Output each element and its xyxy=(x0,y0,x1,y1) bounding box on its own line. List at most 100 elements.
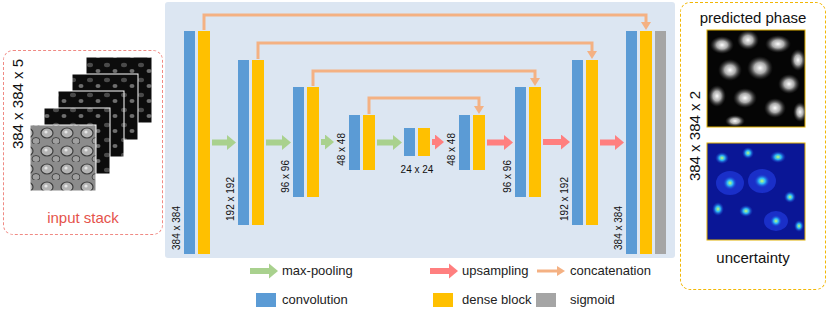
phase-image-ground xyxy=(707,30,805,127)
stage-block: 48 x 48 xyxy=(349,115,375,170)
image-title: uncertainty xyxy=(716,249,789,266)
concatenation-arrow xyxy=(369,98,479,114)
convolution-bar xyxy=(626,31,637,254)
legend-text: convolution xyxy=(282,293,348,308)
dense-block-bar xyxy=(252,60,264,225)
input-stack-box: 384 x 384 x 5input stack xyxy=(3,50,163,235)
legend-arrow-head xyxy=(449,264,458,279)
size-label: 96 x 96 xyxy=(280,160,291,193)
size-label: 192 x 192 xyxy=(225,177,236,221)
convolution-bar xyxy=(349,115,360,170)
uncertainty-patch xyxy=(716,171,744,195)
legend-arrow xyxy=(250,263,278,279)
uncertainty-spot xyxy=(715,152,729,164)
input-brightfield-image xyxy=(30,125,96,191)
max-pooling-arrow xyxy=(321,139,325,145)
size-label-holder: 96 x 96 xyxy=(502,160,513,197)
size-label: 48 x 48 xyxy=(336,133,347,166)
legend-swatch xyxy=(256,293,276,307)
size-label-holder: 24 x 24 xyxy=(401,159,434,177)
legend-swatch xyxy=(536,293,556,307)
size-label-holder: 384 x 384 xyxy=(613,206,624,254)
size-label: 48 x 48 xyxy=(446,133,457,166)
legend-item: max-pooling xyxy=(250,261,353,281)
size-label: 384 x 384 x 5 xyxy=(10,59,27,149)
uncertainty-image xyxy=(707,143,805,240)
legend-text: upsampling xyxy=(462,264,529,279)
sigmoid-bar xyxy=(655,31,666,254)
cell-blob xyxy=(778,74,800,94)
upsampling-arrow xyxy=(487,140,504,146)
image-title-holder: uncertainty xyxy=(716,249,789,267)
convolution-bar xyxy=(293,87,304,197)
dense-block-bar xyxy=(307,87,319,197)
stage-block: 384 x 384 xyxy=(626,31,666,254)
upsampling-arrow xyxy=(432,139,435,145)
legend-text: dense block xyxy=(462,293,531,308)
stage-block: 192 x 192 xyxy=(572,60,598,225)
size-label-holder: 192 x 192 xyxy=(559,177,570,225)
phase-image xyxy=(707,30,807,127)
stage-block: 24 x 24 xyxy=(404,128,430,156)
uncertainty-spot xyxy=(770,151,786,163)
size-label: 24 x 24 xyxy=(401,164,434,176)
cell-blob xyxy=(793,102,805,122)
input-image-stack xyxy=(30,57,152,191)
upsampling-arrow xyxy=(600,140,615,146)
size-label-holder: 48 x 48 xyxy=(446,133,457,170)
size-label-holder: 96 x 96 xyxy=(280,160,291,197)
concatenation-arrow xyxy=(258,43,592,59)
legend-arrow-head xyxy=(269,264,278,279)
stage-block: 192 x 192 xyxy=(238,60,264,225)
dense-block-bar xyxy=(198,31,210,254)
concatenation-arrow xyxy=(313,71,535,86)
cell-blob xyxy=(710,36,734,54)
size-label: 384 x 384 x 2 xyxy=(687,91,704,181)
legend-swatch xyxy=(433,293,453,307)
dense-block-bar xyxy=(586,60,598,225)
size-label-holder: 48 x 48 xyxy=(336,133,347,170)
legend-arrow xyxy=(537,263,565,279)
uncertainty-spot xyxy=(739,205,753,217)
phase-cells xyxy=(708,30,805,127)
dense-block-bar xyxy=(363,115,375,170)
legend-item: convolution xyxy=(256,290,348,310)
stage-block: 96 x 96 xyxy=(515,87,541,197)
cell-blob xyxy=(708,85,726,107)
uncertainty-spots xyxy=(712,147,804,232)
cell-blob xyxy=(718,59,742,81)
image-title: predicted phase xyxy=(700,9,807,26)
legend-arrow-shaft xyxy=(537,270,557,273)
legend-text: concatenation xyxy=(570,264,651,279)
uncertainty-spot xyxy=(784,191,796,203)
legend-item: dense block xyxy=(433,290,531,310)
uncertainty-patch xyxy=(764,211,788,231)
max-pooling-arrow xyxy=(212,140,227,146)
size-label: 384 x 384 xyxy=(171,206,182,250)
legend-arrow-head xyxy=(557,266,565,276)
dense-block-bar xyxy=(473,115,485,170)
cell-blob xyxy=(765,35,791,53)
size-label-holder: 384 x 384 x 2 xyxy=(687,91,704,185)
convolution-bar xyxy=(515,87,526,197)
max-pooling-arrow xyxy=(377,140,393,146)
size-label: 384 x 384 xyxy=(613,206,624,250)
dense-block-bar xyxy=(529,87,541,197)
convolution-bar xyxy=(572,60,583,225)
output-box: predicted phase 384 x 384 x 2 uncertainty xyxy=(680,2,826,290)
cell-blob xyxy=(790,49,805,71)
cell-blob xyxy=(737,30,759,50)
legend-text: max-pooling xyxy=(282,264,353,279)
size-label: 192 x 192 xyxy=(559,177,570,221)
cell-blob xyxy=(764,98,786,118)
image-title-holder: predicted phase xyxy=(700,9,807,27)
uncertainty-spot xyxy=(723,176,737,190)
stage-block: 384 x 384 xyxy=(184,31,210,254)
upsampling-arrow xyxy=(543,139,561,145)
uncertainty-spot xyxy=(770,215,782,227)
uncertainty-spot xyxy=(794,220,804,232)
convolution-bar xyxy=(404,128,415,156)
